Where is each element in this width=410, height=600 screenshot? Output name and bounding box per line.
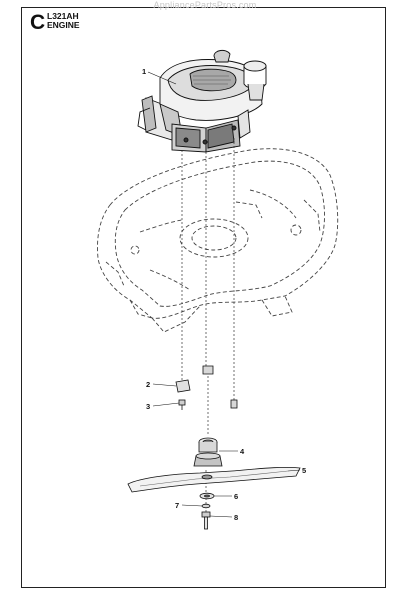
- callout-3: 3: [146, 402, 150, 411]
- center-clip-part: [202, 365, 214, 375]
- callout-7: 7: [175, 501, 179, 510]
- callout-2: 2: [146, 380, 150, 389]
- callout-6: 6: [234, 492, 238, 501]
- blade-part: [127, 466, 301, 493]
- blade-bolt-part: [201, 511, 211, 518]
- section-title: ENGINE: [47, 20, 80, 30]
- watermark: AppliancePartsPros.com: [153, 0, 257, 10]
- bracket-part: [175, 379, 191, 393]
- model-title: L321AH: [47, 11, 79, 21]
- callout-leaders: [147, 71, 301, 518]
- section-letter: C: [30, 11, 46, 34]
- diagram-frame: [21, 7, 386, 588]
- spacer-part: [201, 503, 211, 509]
- callout-4: 4: [240, 447, 245, 456]
- mower-deck-outline: [97, 148, 339, 333]
- callout-labels: 1 2 3 4 5 6 7 8: [142, 67, 306, 522]
- callout-8: 8: [234, 513, 238, 522]
- callout-5: 5: [302, 466, 306, 475]
- callout-1: 1: [142, 67, 146, 76]
- screw-part: [230, 399, 238, 409]
- engine-assembly: [137, 49, 267, 153]
- small-parts: [127, 365, 301, 530]
- bolt-part: [178, 399, 186, 406]
